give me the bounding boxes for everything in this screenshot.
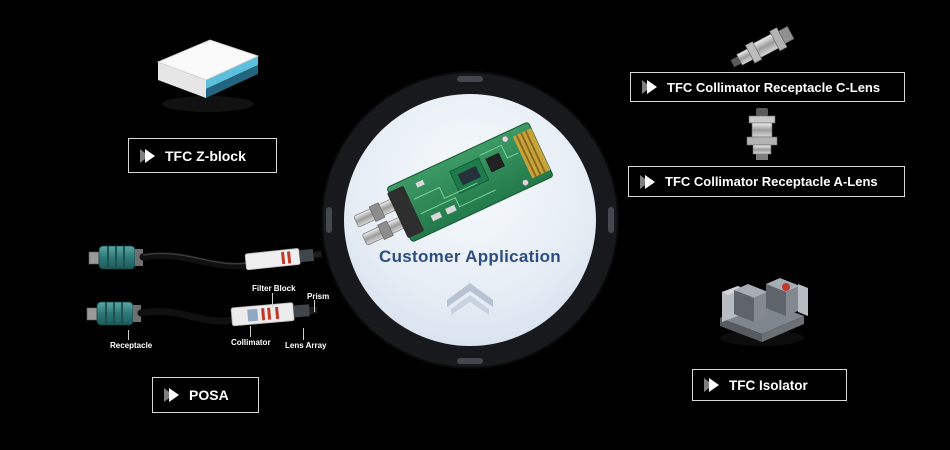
leader-line <box>314 300 315 312</box>
leader-line <box>128 330 129 340</box>
annotation-filter-block: Filter Block <box>252 284 296 293</box>
label-posa[interactable]: POSA <box>152 377 259 413</box>
arrow-icon <box>642 80 659 94</box>
pcb-image <box>353 122 553 246</box>
arrow-icon <box>164 388 181 402</box>
leader-line <box>250 326 251 337</box>
label-text: TFC Collimator Receptacle C-Lens <box>667 79 881 95</box>
label-tfc-collimator-receptacle-a-lens[interactable]: TFC Collimator Receptacle A-Lens <box>628 166 905 197</box>
center-title: Customer Application <box>379 247 561 266</box>
z-block-image <box>156 39 260 112</box>
ring-tick-top <box>457 76 483 82</box>
collimator-a-lens-image <box>746 108 778 160</box>
annotation-receptacle: Receptacle <box>110 341 153 350</box>
label-text: TFC Z-block <box>165 147 246 164</box>
chevron-up-icon <box>447 283 493 315</box>
annotation-collimator: Collimator <box>231 338 271 347</box>
label-text: TFC Collimator Receptacle A-Lens <box>665 174 878 189</box>
posa-cables-image <box>86 245 322 327</box>
ring-tick-right <box>608 207 614 233</box>
annotation-prism: Prism <box>307 292 330 301</box>
isolator-image <box>720 278 808 346</box>
ring-tick-bottom <box>457 358 483 364</box>
arrow-icon <box>140 148 157 163</box>
center-circle-ring <box>323 73 617 367</box>
leader-line <box>303 328 304 340</box>
collimator-c-lens-image <box>730 26 795 68</box>
label-tfc-z-block[interactable]: TFC Z-block <box>128 138 277 173</box>
label-tfc-collimator-receptacle-c-lens[interactable]: TFC Collimator Receptacle C-Lens <box>630 72 905 102</box>
arrow-icon <box>704 378 721 392</box>
annotation-lens-array: Lens Array <box>285 341 327 350</box>
arrow-icon <box>640 174 657 189</box>
label-text: POSA <box>189 387 229 403</box>
ring-tick-left <box>326 207 332 233</box>
label-text: TFC Isolator <box>729 377 808 393</box>
leader-line <box>272 293 273 308</box>
label-tfc-isolator[interactable]: TFC Isolator <box>692 369 847 401</box>
center-circle <box>344 94 596 346</box>
